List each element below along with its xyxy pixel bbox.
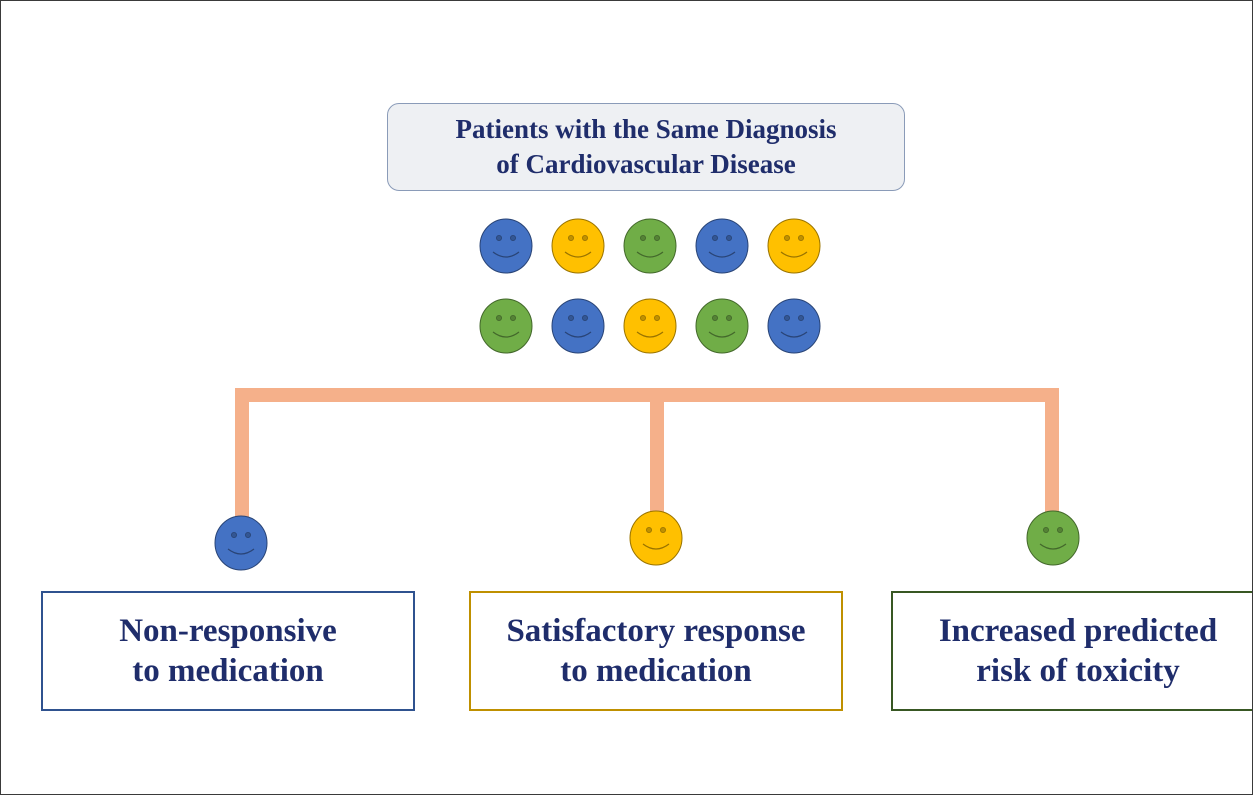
outcome-line-2: risk of toxicity [976,653,1180,689]
patient-face-icon [551,218,605,274]
patient-face-icon [623,218,677,274]
outcome-line-1: Increased predicted [938,613,1218,649]
patient-face-icon [767,218,821,274]
outcome-non-responsive: Non-responsive to medication [41,591,415,711]
patient-face-icon [695,298,749,354]
outcome-line-1: Satisfactory response [506,613,806,649]
outcome-toxicity: Increased predicted risk of toxicity [891,591,1252,711]
connector-horizontal [235,388,1059,402]
patient-face-icon [551,298,605,354]
title-line-2: of Cardiovascular Disease [496,149,796,179]
outcome-face-icon-toxicity [1026,510,1080,566]
outcome-line-2: to medication [132,653,324,689]
patient-face-icon [767,298,821,354]
title-box: Patients with the Same Diagnosis of Card… [387,103,905,191]
connector-left [235,388,249,519]
outcome-face-icon-satisfactory [629,510,683,566]
patient-face-icon [479,298,533,354]
patient-face-icon [695,218,749,274]
patient-face-icon [623,298,677,354]
connector-right [1045,388,1059,515]
outcome-satisfactory: Satisfactory response to medication [469,591,843,711]
outcome-face-icon-non-responsive [214,515,268,571]
outcome-line-1: Non-responsive [119,613,337,649]
connector-middle [650,388,664,515]
outcome-line-2: to medication [560,653,752,689]
title-line-1: Patients with the Same Diagnosis [455,114,837,144]
patient-face-icon [479,218,533,274]
